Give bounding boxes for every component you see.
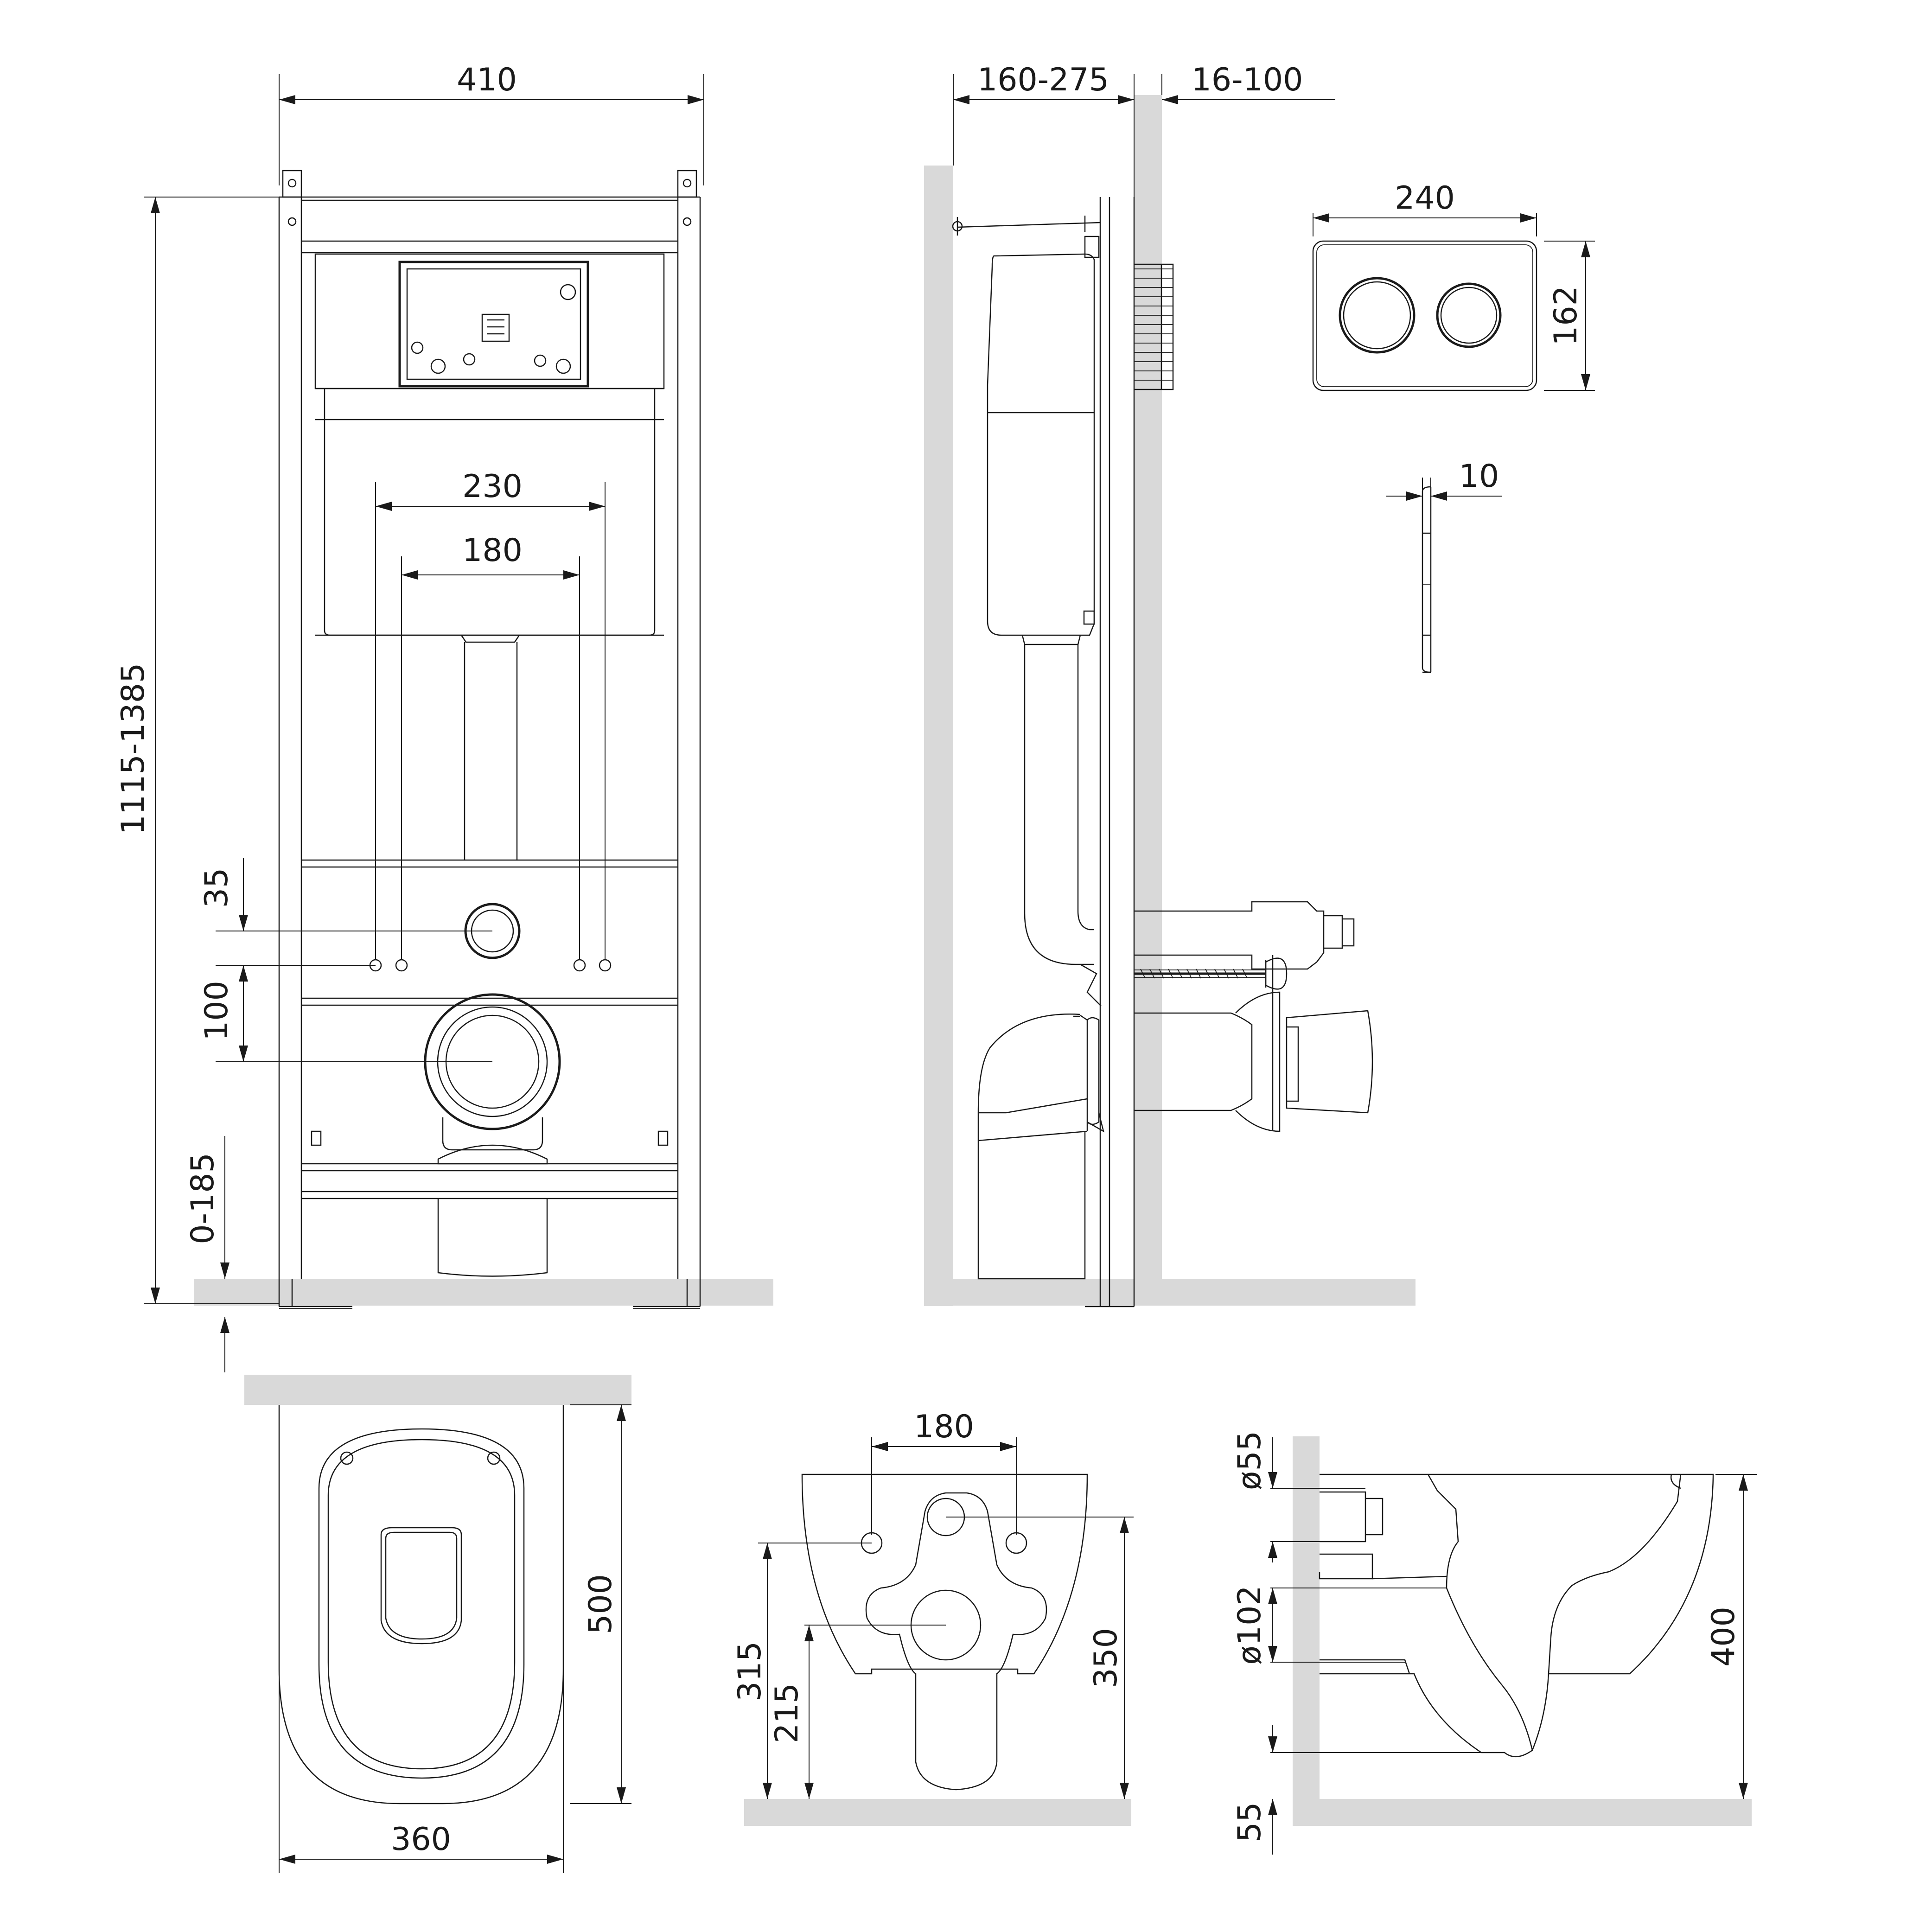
dim-bowl-width: 360 xyxy=(391,1821,451,1858)
rear-wall-side xyxy=(1134,95,1162,1279)
dim-bowl-fixing: 180 xyxy=(914,1409,974,1445)
flush-plate-side: 10 xyxy=(1386,458,1502,673)
floor-front-bowl xyxy=(744,1799,1131,1826)
bowl-side-view: ø55 ø102 400 55 xyxy=(1231,1431,1757,1855)
floor-side xyxy=(924,1279,1416,1306)
bowl-front-view: 180 315 215 350 xyxy=(732,1409,1134,1799)
frame-side-dimensions: 160-275 16-100 xyxy=(953,62,1335,197)
dim-plate-width: 240 xyxy=(1395,180,1455,217)
dim-fixing-230: 230 xyxy=(462,468,523,505)
wall-fills xyxy=(194,95,1752,1826)
flush-plate-front xyxy=(1312,240,1537,391)
dim-frame-depth: 160-275 xyxy=(977,62,1109,98)
dim-bowl-height: 400 xyxy=(1705,1607,1742,1667)
dim-plate-height: 162 xyxy=(1548,286,1584,346)
wall-side xyxy=(924,166,953,1306)
dim-outlet-diameter: ø102 xyxy=(1231,1585,1268,1664)
dim-bowl-outlet-height: 215 xyxy=(769,1683,805,1743)
dim-inlet-diameter: ø55 xyxy=(1231,1431,1268,1490)
flush-plate-dimensions: 240 162 xyxy=(1313,180,1595,391)
dim-outlet-offset: 100 xyxy=(198,981,235,1041)
wall-side-bowl xyxy=(1293,1436,1320,1799)
dim-bowl-gap: 55 xyxy=(1231,1802,1268,1843)
dim-bowl-top-height: 350 xyxy=(1088,1628,1124,1688)
ceiling-top-view xyxy=(244,1375,631,1405)
dim-bowl-length: 500 xyxy=(582,1574,619,1634)
dim-bowl-fix-height: 315 xyxy=(732,1641,768,1702)
floor-front xyxy=(194,1279,773,1306)
floor-side-bowl xyxy=(1293,1799,1752,1826)
bowl-top-view: 500 360 xyxy=(278,1404,631,1873)
dim-button-offset: 35 xyxy=(198,868,235,908)
dim-fixing-180: 180 xyxy=(462,532,523,569)
dim-leg-adjust: 0-185 xyxy=(185,1153,221,1244)
frame-side-view xyxy=(952,197,1373,1307)
dim-frame-height: 1115-1385 xyxy=(115,663,152,835)
frame-front-dimensions: 410 1115-1385 230 180 35 100 0-185 xyxy=(115,62,704,1372)
dim-wall-gap: 16-100 xyxy=(1192,62,1303,98)
dim-plate-thickness: 10 xyxy=(1459,458,1499,495)
frame-front-view xyxy=(278,170,701,1309)
dim-frame-width: 410 xyxy=(457,62,517,98)
